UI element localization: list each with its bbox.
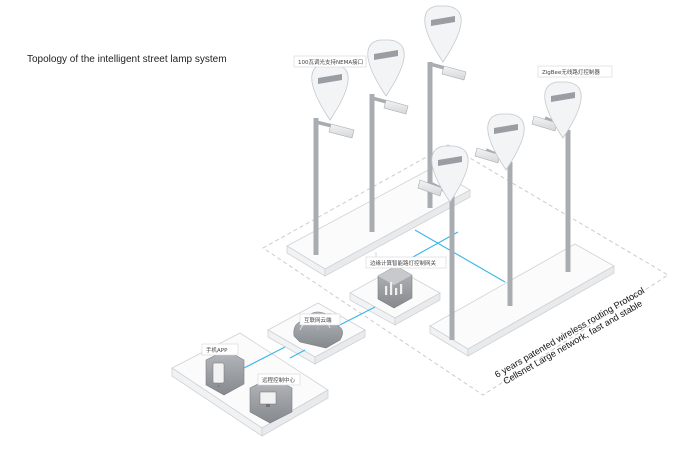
lamp-platform-left bbox=[286, 167, 471, 277]
label-app: 手机APP bbox=[201, 343, 239, 356]
label-gateway: 边缘计算智能路灯控制网关 bbox=[365, 256, 447, 269]
street-lamp bbox=[531, 81, 582, 272]
label-nema: 100瓦调光支持NEMA接口 bbox=[293, 55, 367, 68]
street-lamps bbox=[311, 5, 582, 340]
street-lamp bbox=[367, 39, 409, 232]
label-zigbee: ZigBee无线路灯控制器 bbox=[537, 65, 613, 78]
label-cloud: 互联网云端 bbox=[299, 313, 341, 326]
label-gateway-text: 边缘计算智能路灯控制网关 bbox=[370, 259, 437, 267]
diagram-title: Topology of the intelligent street lamp … bbox=[27, 54, 227, 65]
label-zigbee-text: ZigBee无线路灯控制器 bbox=[542, 68, 600, 76]
gateway-device bbox=[377, 265, 413, 309]
label-control-center: 远程控制中心 bbox=[257, 373, 301, 386]
street-lamp bbox=[474, 113, 525, 306]
monitor-icon bbox=[249, 376, 293, 424]
label-app-text: 手机APP bbox=[206, 346, 228, 354]
label-cloud-text: 互联网云端 bbox=[304, 316, 332, 324]
street-lamp bbox=[311, 63, 355, 255]
label-nema-text: 100瓦调光支持NEMA接口 bbox=[298, 58, 363, 66]
network-boundary bbox=[262, 144, 669, 396]
street-lamp bbox=[417, 145, 469, 340]
label-control-center-text: 远程控制中心 bbox=[262, 376, 296, 384]
